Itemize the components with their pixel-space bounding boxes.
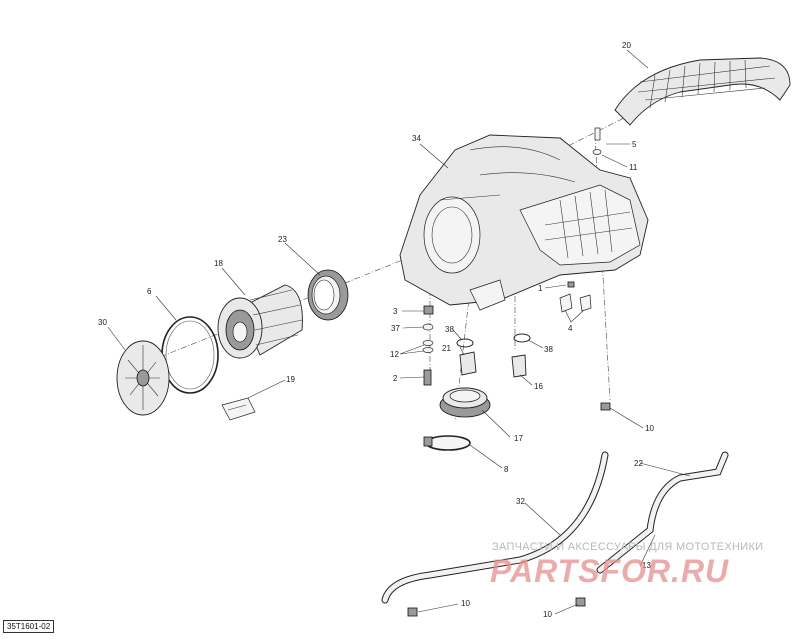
part-20-intake-duct — [614, 57, 791, 126]
callout-13: 13 — [642, 561, 651, 570]
callout-5: 5 — [632, 140, 637, 149]
part-17-intake-boot — [439, 387, 491, 418]
callout-12: 12 — [390, 350, 399, 359]
callout-17: 17 — [514, 434, 523, 443]
part-23-seal-ring — [307, 269, 349, 321]
part-18-filter-cartridge — [217, 284, 303, 359]
part-6-o-ring — [161, 316, 219, 394]
callout-8: 8 — [504, 465, 509, 474]
callout-10-upper: 10 — [645, 424, 654, 433]
part-10-clamps — [407, 402, 611, 617]
parts-21-38-16 — [456, 333, 531, 378]
callout-10-lower-left: 10 — [461, 599, 470, 608]
callout-3: 3 — [393, 307, 398, 316]
part-8-clamp — [423, 435, 471, 451]
callout-16: 16 — [534, 382, 543, 391]
hoses — [381, 451, 729, 604]
part-30-cover — [116, 340, 170, 416]
callout-labels: 20 34 5 11 23 18 6 30 19 3 37 12 2 38 1 … — [98, 41, 654, 619]
callout-6: 6 — [147, 287, 152, 296]
watermark-brand: PARTSFOR.RU — [490, 553, 730, 589]
watermark-tagline: ЗАПЧАСТИ И АКСЕССУАРЫ ДЛЯ МОТОТЕХНИКИ — [492, 541, 764, 553]
callout-37: 37 — [391, 324, 400, 333]
callout-23: 23 — [278, 235, 287, 244]
diagram-reference-code: 35T1601-02 — [3, 620, 55, 633]
callout-1: 1 — [538, 284, 543, 293]
callout-11: 11 — [629, 163, 638, 172]
callout-19: 19 — [286, 375, 295, 384]
callout-38-right: 38 — [544, 345, 553, 354]
callout-18: 18 — [214, 259, 223, 268]
callout-10-lower-right: 10 — [543, 610, 552, 619]
callout-38-left: 38 — [445, 325, 454, 334]
callout-34: 34 — [412, 134, 421, 143]
part-19-label — [221, 397, 256, 421]
callout-22: 22 — [634, 459, 643, 468]
callout-21: 21 — [442, 344, 451, 353]
callout-30: 30 — [98, 318, 107, 327]
callout-leaders — [107, 49, 691, 615]
callout-32: 32 — [516, 497, 525, 506]
callout-2: 2 — [393, 374, 398, 383]
part-34-airbox-housing — [399, 134, 649, 311]
callout-20: 20 — [622, 41, 631, 50]
small-hardware — [422, 127, 602, 386]
callout-4: 4 — [568, 324, 573, 333]
